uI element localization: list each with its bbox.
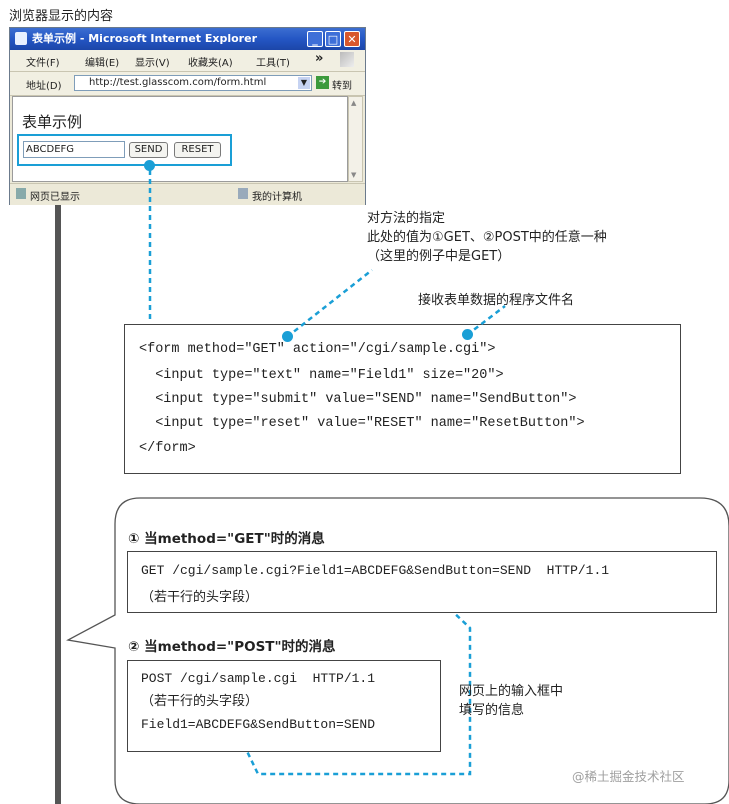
get-heading: ① 当method="GET"时的消息	[128, 531, 325, 547]
address-label: 地址(D)	[26, 81, 62, 92]
form-text-input[interactable]: ABCDEFG	[23, 141, 125, 158]
post-request-line: POST /cgi/sample.cgi HTTP/1.1	[141, 671, 376, 686]
method-note-line-3: （这里的例子中是GET）	[367, 249, 511, 264]
browser-status-bar: 网页已显示 我的计算机	[10, 183, 365, 205]
form-code-box: <form method="GET" action="/cgi/sample.c…	[124, 324, 681, 474]
browser-caption: 浏览器显示的内容	[9, 9, 114, 24]
get-headers-note: （若干行的头字段）	[141, 590, 259, 605]
action-connector	[466, 305, 506, 336]
post-message-box: POST /cgi/sample.cgi HTTP/1.1 （若干行的头字段） …	[127, 660, 441, 752]
minimize-icon[interactable]: _	[307, 31, 323, 47]
method-dot	[282, 331, 293, 342]
go-button[interactable]: 转到	[332, 81, 352, 92]
chevron-down-icon[interactable]: ▼	[298, 77, 310, 89]
browser-title-bar: 表单示例 - Microsoft Internet Explorer _ □ ✕	[10, 28, 365, 50]
menu-view[interactable]: 显示(V)	[135, 58, 170, 69]
method-note-line-2: 此处的值为①GET、②POST中的任意一种	[367, 230, 607, 245]
menu-file[interactable]: 文件(F)	[26, 58, 60, 69]
post-heading: ② 当method="POST"时的消息	[128, 639, 336, 655]
action-annotation: 接收表单数据的程序文件名	[418, 293, 575, 308]
browser-page: 表单示例	[12, 96, 348, 182]
input-dot	[144, 160, 155, 171]
status-left: 网页已显示	[30, 192, 80, 203]
menu-tools[interactable]: 工具(T)	[256, 58, 290, 69]
method-annotation: 对方法的指定 此处的值为①GET、②POST中的任意一种 （这里的例子中是GET…	[367, 209, 607, 266]
page-icon	[16, 188, 26, 199]
post-headers-note: （若干行的头字段）	[141, 694, 259, 709]
code-line: </form>	[139, 441, 196, 456]
input-note-line-2: 填写的信息	[459, 703, 525, 718]
page-scrollbar[interactable]: ▲ ▼	[348, 96, 363, 182]
windows-logo-icon	[340, 52, 354, 67]
go-arrow-icon[interactable]: ➔	[316, 76, 329, 89]
code-line: <input type="submit" value="SEND" name="…	[139, 392, 577, 407]
browser-title: 表单示例 - Microsoft Internet Explorer	[32, 32, 257, 45]
status-right: 我的计算机	[252, 192, 302, 203]
maximize-icon[interactable]: □	[325, 31, 341, 47]
input-note-line-1: 网页上的输入框中	[459, 684, 564, 699]
address-input[interactable]: http://test.glasscom.com/form.html ▼	[74, 75, 312, 91]
menu-edit[interactable]: 编辑(E)	[85, 58, 120, 69]
close-icon[interactable]: ✕	[344, 31, 360, 47]
input-data-annotation: 网页上的输入框中 填写的信息	[459, 682, 563, 720]
menu-more[interactable]: »	[315, 51, 324, 66]
get-request-line: GET /cgi/sample.cgi?Field1=ABCDEFG&SendB…	[141, 563, 610, 578]
menu-favorites[interactable]: 收藏夹(A)	[188, 58, 233, 69]
ie-icon	[15, 32, 27, 45]
address-url: http://test.glasscom.com/form.html	[89, 77, 267, 88]
browser-menu-bar: 文件(F) 编辑(E) 显示(V) 收藏夹(A) 工具(T) »	[10, 50, 365, 72]
field-data-connector	[242, 589, 472, 776]
get-message-box: GET /cgi/sample.cgi?Field1=ABCDEFG&SendB…	[127, 551, 717, 613]
watermark: @稀土掘金技术社区	[572, 769, 685, 784]
page-heading: 表单示例	[22, 113, 83, 131]
computer-icon	[238, 188, 248, 199]
code-line: <input type="text" name="Field1" size="2…	[139, 368, 504, 383]
action-dot	[462, 329, 473, 340]
timeline-bar	[55, 205, 61, 804]
method-connector	[286, 269, 373, 338]
browser-address-bar: 地址(D) http://test.glasscom.com/form.html…	[10, 72, 365, 96]
post-body: Field1=ABCDEFG&SendButton=SEND	[141, 717, 376, 732]
send-button[interactable]: SEND	[129, 142, 168, 158]
code-line: <form method="GET" action="/cgi/sample.c…	[139, 342, 496, 357]
form-highlight	[17, 134, 232, 166]
code-line: <input type="reset" value="RESET" name="…	[139, 416, 585, 431]
method-note-line-1: 对方法的指定	[367, 211, 446, 226]
browser-window: 表单示例 - Microsoft Internet Explorer _ □ ✕…	[9, 27, 366, 205]
reset-button[interactable]: RESET	[174, 142, 221, 158]
